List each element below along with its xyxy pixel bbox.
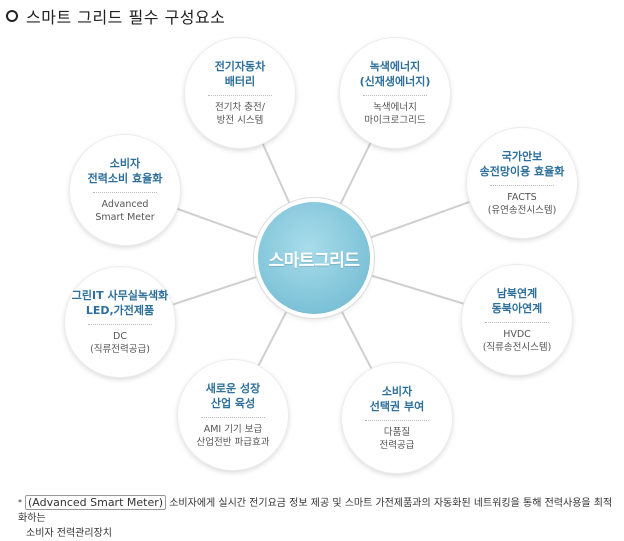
node-divider — [485, 322, 549, 323]
footnote: *(Advanced Smart Meter) 소비자에게 실시간 전기요금 정… — [18, 495, 618, 541]
node-title: 소비자 선택권 부여 — [369, 385, 425, 413]
node-subtitle: 녹색에너지 마이크로그리드 — [364, 102, 426, 126]
node-new-growth: 새로운 성장 산업 육성 AMI 기기 보급 산업전반 파급효과 — [178, 360, 288, 470]
node-consumer-efficiency: 소비자 전력소비 효율화 Advanced Smart Meter — [70, 135, 180, 245]
node-title: 국가안보 송전망이용 효율화 — [479, 150, 565, 178]
node-title: 그린IT 사무실녹색화 LED,가전제품 — [71, 289, 169, 317]
center-label: 스마트그리드 — [268, 250, 360, 271]
node-divider — [363, 95, 427, 96]
node-subtitle: Advanced Smart Meter — [95, 199, 155, 223]
node-national-security: 국가안보 송전망이용 효율화 FACTS (유연송전시스템) — [467, 128, 577, 238]
node-divider — [208, 95, 272, 96]
node-ev-battery: 전기자동차 배터리 전기차 충전/ 방전 시스템 — [185, 38, 295, 148]
node-subtitle: 다품질 전력공급 — [379, 427, 415, 451]
node-inter-korea: 남북연계 동북아연계 HVDC (직류송전시스템) — [462, 265, 572, 375]
node-green-it: 그린IT 사무실녹색화 LED,가전제품 DC (직류전력공급) — [65, 267, 175, 377]
circle-bullet-icon — [6, 10, 18, 22]
node-subtitle: FACTS (유연송전시스템) — [487, 192, 557, 216]
node-title: 새로운 성장 산업 육성 — [205, 382, 261, 410]
node-title: 소비자 전력소비 효율화 — [87, 157, 163, 185]
node-title: 전기자동차 배터리 — [214, 60, 266, 88]
footnote-text: 소비자에게 실시간 전기요금 정보 제공 및 스마트 가전제품과의 자동화된 네… — [18, 498, 613, 524]
heading-title: 스마트 그리드 필수 구성요소 — [26, 8, 226, 27]
node-divider — [365, 420, 429, 421]
node-divider — [93, 192, 157, 193]
footnote-mark: * — [18, 498, 22, 507]
node-divider — [490, 185, 554, 186]
section-heading: 스마트 그리드 필수 구성요소 — [6, 4, 225, 28]
node-consumer-choice: 소비자 선택권 부여 다품질 전력공급 — [342, 363, 452, 473]
node-subtitle: DC (직류전력공급) — [90, 331, 150, 355]
node-subtitle: AMI 기기 보급 산업전반 파급효과 — [196, 424, 270, 448]
node-divider — [88, 324, 152, 325]
node-subtitle: HVDC (직류송전시스템) — [482, 329, 552, 353]
center-hub: 스마트그리드 — [258, 202, 370, 314]
footnote-term: (Advanced Smart Meter) — [25, 495, 167, 510]
node-green-energy: 녹색에너지 (신재생에너지) 녹색에너지 마이크로그리드 — [340, 38, 450, 148]
node-subtitle: 전기차 충전/ 방전 시스템 — [215, 102, 265, 126]
node-title: 남북연계 동북아연계 — [491, 287, 543, 315]
node-title: 녹색에너지 (신재생에너지) — [359, 60, 431, 88]
node-divider — [201, 417, 265, 418]
